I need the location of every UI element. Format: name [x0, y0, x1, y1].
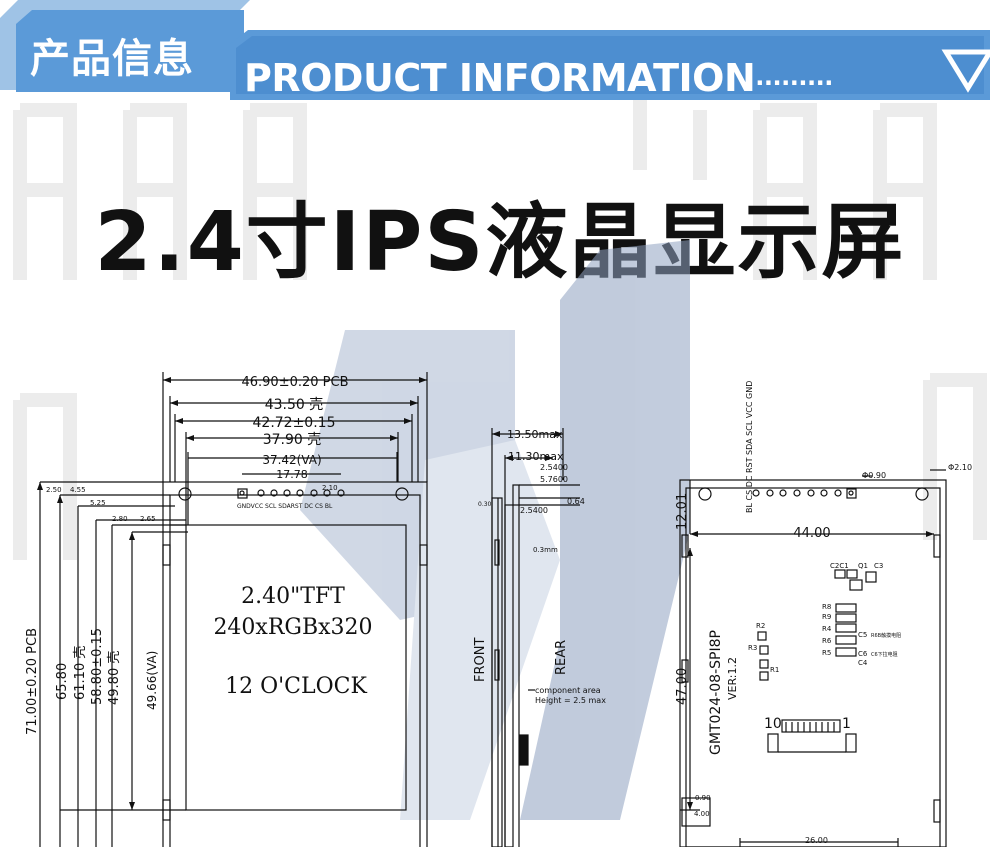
- side-front-label: FRONT: [473, 638, 488, 682]
- side-max2: 11.30max: [508, 450, 564, 463]
- screen-labels: 2.40"TFT 240xRGBx320 12 O'CLOCK: [213, 584, 372, 699]
- rear-bottom: 26.00: [805, 836, 828, 845]
- dim-top-d: 2.80: [112, 515, 128, 523]
- comp-r2: R2: [756, 622, 765, 630]
- comp-c6: C6: [858, 650, 868, 658]
- rear-top-offset: 12.01: [675, 493, 690, 530]
- comp-c5: C5: [858, 631, 867, 639]
- side-d4: 2.5400: [520, 506, 548, 515]
- comp-c2c1: C2C1: [830, 562, 849, 570]
- side-d6: 0.3mm: [533, 546, 558, 554]
- comp-r5: R5: [822, 649, 831, 657]
- comp-r4: R4: [822, 625, 832, 633]
- dim-top-e: 2.65: [140, 515, 156, 523]
- front-view: [39, 372, 428, 847]
- header-en-label: PRODUCT INFORMATION: [244, 56, 756, 100]
- front-left-dims: 71.00±0.20 PCB 65.80 61.10 壳 58.80±0.15 …: [25, 628, 159, 735]
- header-dots: ·········: [755, 69, 833, 97]
- header-cn-tab: 产品信息: [30, 36, 194, 82]
- fpc-label-right: 1: [842, 716, 851, 732]
- rear-hole-b: Φ2.10: [948, 463, 972, 472]
- rear-small-b: 4.00: [694, 810, 710, 818]
- dim-va-height: 49.66(VA): [145, 651, 159, 710]
- logo-watermark: [300, 240, 690, 820]
- side-note2: Height = 2.5 max: [535, 696, 606, 705]
- dim-top-c: 5.25: [90, 499, 106, 507]
- dim-glass-height: 58.80±0.15: [90, 628, 105, 705]
- rear-small-a: 0.90: [695, 794, 711, 802]
- header-en-title: PRODUCT INFORMATION·········: [244, 56, 833, 100]
- dim-glass-width: 42.72±0.15: [253, 415, 336, 431]
- rear-view: [679, 469, 947, 847]
- rear-labels: Φ0.90 Φ2.10 12.01 44.00 47.00 0.90 4.00 …: [675, 381, 972, 845]
- comp-r6: R6: [822, 637, 832, 645]
- screen-line2: 240xRGBx320: [213, 615, 372, 640]
- side-d1: 2.5400: [540, 463, 568, 472]
- comp-q1: Q1: [858, 562, 868, 570]
- dim-shell-h2: 61.10 壳: [73, 646, 88, 700]
- rear-hole-span: 44.00: [793, 526, 830, 541]
- dim-top-a: 2.50: [46, 486, 62, 494]
- comp-c4: C4: [858, 659, 868, 667]
- rear-hole-a: Φ0.90: [862, 471, 886, 480]
- dim-pin-pitch: 2.10: [322, 484, 338, 492]
- comp-r1: R1: [770, 666, 779, 674]
- front-dim-labels: 46.90±0.20 PCB 43.50 壳 42.72±0.15 37.90 …: [46, 375, 349, 523]
- side-d3: 0.64: [567, 497, 585, 506]
- side-arrows: [492, 431, 563, 461]
- rear-vertical: 47.00: [675, 668, 690, 705]
- dim-va-width: 37.42(VA): [262, 453, 321, 467]
- front-pin-labels: GNDVCC SCL SDARST DC CS BL: [237, 503, 333, 510]
- rear-pin-labels: BL CS DC RST SDA SCL VCC GND: [745, 381, 754, 513]
- rear-model: GMT024-08-SPI8P: [708, 630, 724, 755]
- fpc-label-left: 10: [764, 716, 782, 732]
- dim-pcb-height: 71.00±0.20 PCB: [25, 628, 40, 735]
- side-rear-label: REAR: [554, 640, 569, 675]
- dim-pcb-width: 46.90±0.20 PCB: [241, 375, 348, 390]
- rear-version: VER:1.2: [726, 657, 739, 700]
- screen-line1: 2.40"TFT: [241, 584, 345, 609]
- dim-shell-inner: 37.90 壳: [263, 431, 322, 448]
- side-max1: 13.50max: [507, 428, 563, 441]
- side-d5: 0.30: [478, 501, 492, 508]
- page-title: 2.4寸IPS液晶显示屏: [94, 195, 906, 290]
- header-banner: [0, 0, 995, 100]
- screen-line3: 12 O'CLOCK: [225, 674, 367, 699]
- side-d2: 5.7600: [540, 475, 568, 484]
- comp-r3: R3: [748, 644, 757, 652]
- comp-r8: R8: [822, 603, 831, 611]
- comp-note2: C6下拉电阻: [871, 651, 898, 658]
- triangle-icon: [941, 49, 995, 93]
- dim-pin-span: 17.78: [276, 468, 308, 481]
- dim-top-b: 4.55: [70, 486, 86, 494]
- comp-note1: R6B触摸电阻: [871, 632, 901, 639]
- dim-shell-h3: 49.80 壳: [107, 651, 122, 705]
- side-labels: 13.50max 11.30max 2.5400 5.7600 0.64 2.5…: [473, 428, 606, 705]
- rear-arrows: [687, 531, 934, 810]
- side-note1: component area: [535, 686, 601, 695]
- comp-c3: C3: [874, 562, 883, 570]
- dim-shell-width: 43.50 壳: [265, 396, 324, 413]
- side-view: [491, 428, 580, 847]
- dim-shell-h1: 65.80: [55, 663, 70, 700]
- comp-r9: R9: [822, 613, 831, 621]
- front-arrows: [37, 377, 427, 810]
